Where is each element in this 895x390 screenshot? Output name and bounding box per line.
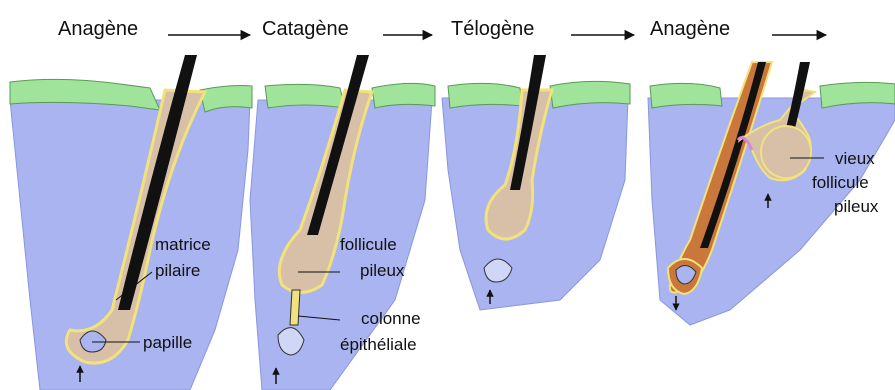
panel-anagen: [10, 55, 252, 390]
stage-title-catagen: Catagène: [262, 18, 349, 40]
epithelial-column-catagen: [290, 290, 300, 325]
stage-title-telogen: Télogène: [451, 18, 534, 40]
label-pileux-1: pileux: [360, 261, 405, 280]
stage-title-anagen-2: Anagène: [650, 18, 730, 40]
label-follicule-1: follicule: [340, 235, 397, 254]
epidermis-anagen-new: [650, 83, 722, 108]
stage-header: Anagène Catagène Télogène Anagène: [58, 18, 826, 40]
label-colonne: colonne: [361, 309, 421, 328]
panel-anagen-new: [648, 62, 895, 325]
epidermis-telogen: [448, 83, 522, 108]
epidermis-catagen: [265, 84, 345, 108]
label-matrice: matrice: [155, 235, 211, 254]
label-vieux: vieux: [835, 149, 875, 168]
label-epitheliale: épithéliale: [340, 335, 417, 354]
label-papille: papille: [143, 333, 192, 352]
label-pilaire: pilaire: [155, 261, 200, 280]
old-follicle-club: [761, 126, 811, 178]
epidermis-catagen-right: [372, 83, 435, 108]
label-follicule-2: follicule: [812, 173, 869, 192]
panel-telogen: [442, 55, 630, 310]
label-pileux-2: pileux: [834, 197, 879, 216]
stage-title-anagen-1: Anagène: [58, 18, 138, 40]
